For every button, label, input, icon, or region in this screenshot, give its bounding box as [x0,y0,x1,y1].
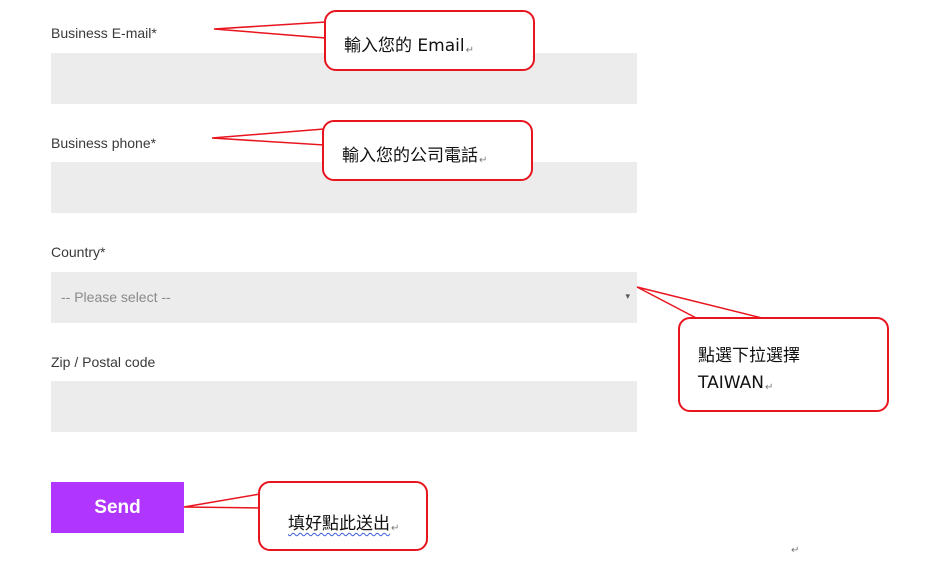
send-callout-text: 填好點此送出 [288,514,390,534]
country-callout-line1: 點選下拉選擇 [698,346,800,366]
send-button[interactable]: Send [51,482,184,533]
chevron-down-icon: ▾ [625,291,630,301]
email-label: Business E-mail* [51,25,157,41]
send-callout: 填好點此送出↵ [258,481,428,551]
phone-callout-text: 輸入您的公司電話 [342,146,478,166]
phone-label: Business phone* [51,135,157,151]
send-callout-pointer [183,493,261,509]
return-mark-icon: ↵ [791,545,800,556]
country-select[interactable]: -- Please select -- ▾ [51,272,637,323]
country-callout-pointer [636,286,771,321]
phone-callout-pointer [211,128,325,146]
email-callout: 輸入您的 Email↵ [324,10,535,71]
country-select-value: -- Please select -- [61,289,171,305]
email-callout-text: 輸入您的 Email [344,36,465,56]
return-mark-icon: ↵ [391,523,400,534]
country-callout-line2: TAIWAN [698,373,764,393]
return-mark-icon: ↵ [465,45,474,56]
return-mark-icon: ↵ [479,155,488,166]
phone-callout: 輸入您的公司電話↵ [322,120,533,181]
email-callout-pointer [213,21,327,39]
zip-label: Zip / Postal code [51,354,156,370]
return-mark-icon: ↵ [764,382,774,393]
zip-field[interactable] [51,381,637,432]
country-callout: 點選下拉選擇 TAIWAN↵ [678,317,889,412]
country-label: Country* [51,244,106,260]
